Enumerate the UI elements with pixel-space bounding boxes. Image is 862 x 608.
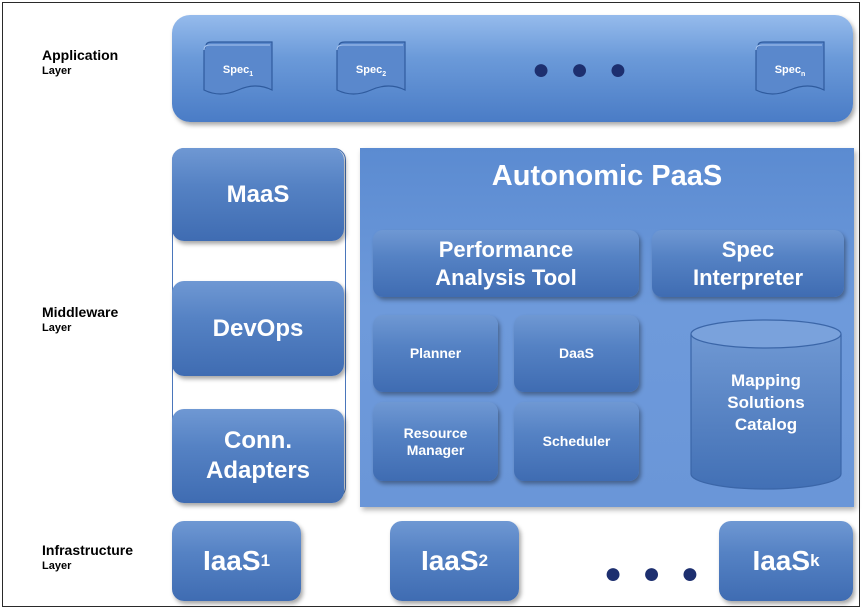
spec-document-n: Specn bbox=[752, 40, 828, 98]
devops-box: DevOps bbox=[172, 281, 344, 376]
middleware-label-main: Middleware bbox=[42, 304, 119, 320]
spec-label-n: Specn bbox=[774, 64, 806, 79]
spec-document-1: Spec1 bbox=[200, 40, 276, 98]
infrastructure-label-sub: Layer bbox=[42, 560, 72, 572]
maas-box: MaaS bbox=[172, 148, 344, 241]
application-label-main: Application bbox=[42, 47, 119, 63]
application-layer-label: Application Layer bbox=[42, 47, 118, 77]
document-icon bbox=[755, 41, 825, 95]
spec-label-1: Spec1 bbox=[222, 64, 254, 79]
middleware-label-sub: Layer bbox=[42, 322, 72, 334]
daas-box: DaaS bbox=[514, 315, 639, 392]
spec-label-2: Spec2 bbox=[355, 64, 387, 79]
infrastructure-label-main: Infrastructure bbox=[42, 542, 134, 558]
database-icon bbox=[690, 319, 842, 490]
scheduler-box: Scheduler bbox=[514, 402, 639, 481]
performance-analysis-tool-box: Performance Analysis Tool bbox=[373, 230, 639, 297]
spec-document-2: Spec2 bbox=[333, 40, 409, 98]
spec-interpreter-box: Spec Interpreter bbox=[652, 230, 844, 297]
conn-adapters-box: Conn. Adapters bbox=[172, 409, 344, 503]
application-label-sub: Layer bbox=[42, 65, 72, 77]
planner-box: Planner bbox=[373, 315, 498, 392]
mapping-solutions-catalog-database: Mapping Solutions Catalog bbox=[689, 318, 843, 492]
document-icon bbox=[203, 41, 273, 95]
application-layer-bar bbox=[172, 15, 853, 122]
spec-ellipsis: ● ● ● bbox=[532, 53, 634, 86]
catalog-label: Mapping Solutions Catalog bbox=[727, 371, 805, 434]
document-icon bbox=[336, 41, 406, 95]
infrastructure-layer-label: Infrastructure Layer bbox=[42, 542, 133, 572]
autonomic-paas-title: Autonomic PaaS bbox=[491, 160, 723, 192]
resource-manager-box: Resource Manager bbox=[373, 402, 498, 481]
iaas-ellipsis: ● ● ● bbox=[604, 557, 706, 590]
middleware-layer-label: Middleware Layer bbox=[42, 304, 118, 334]
